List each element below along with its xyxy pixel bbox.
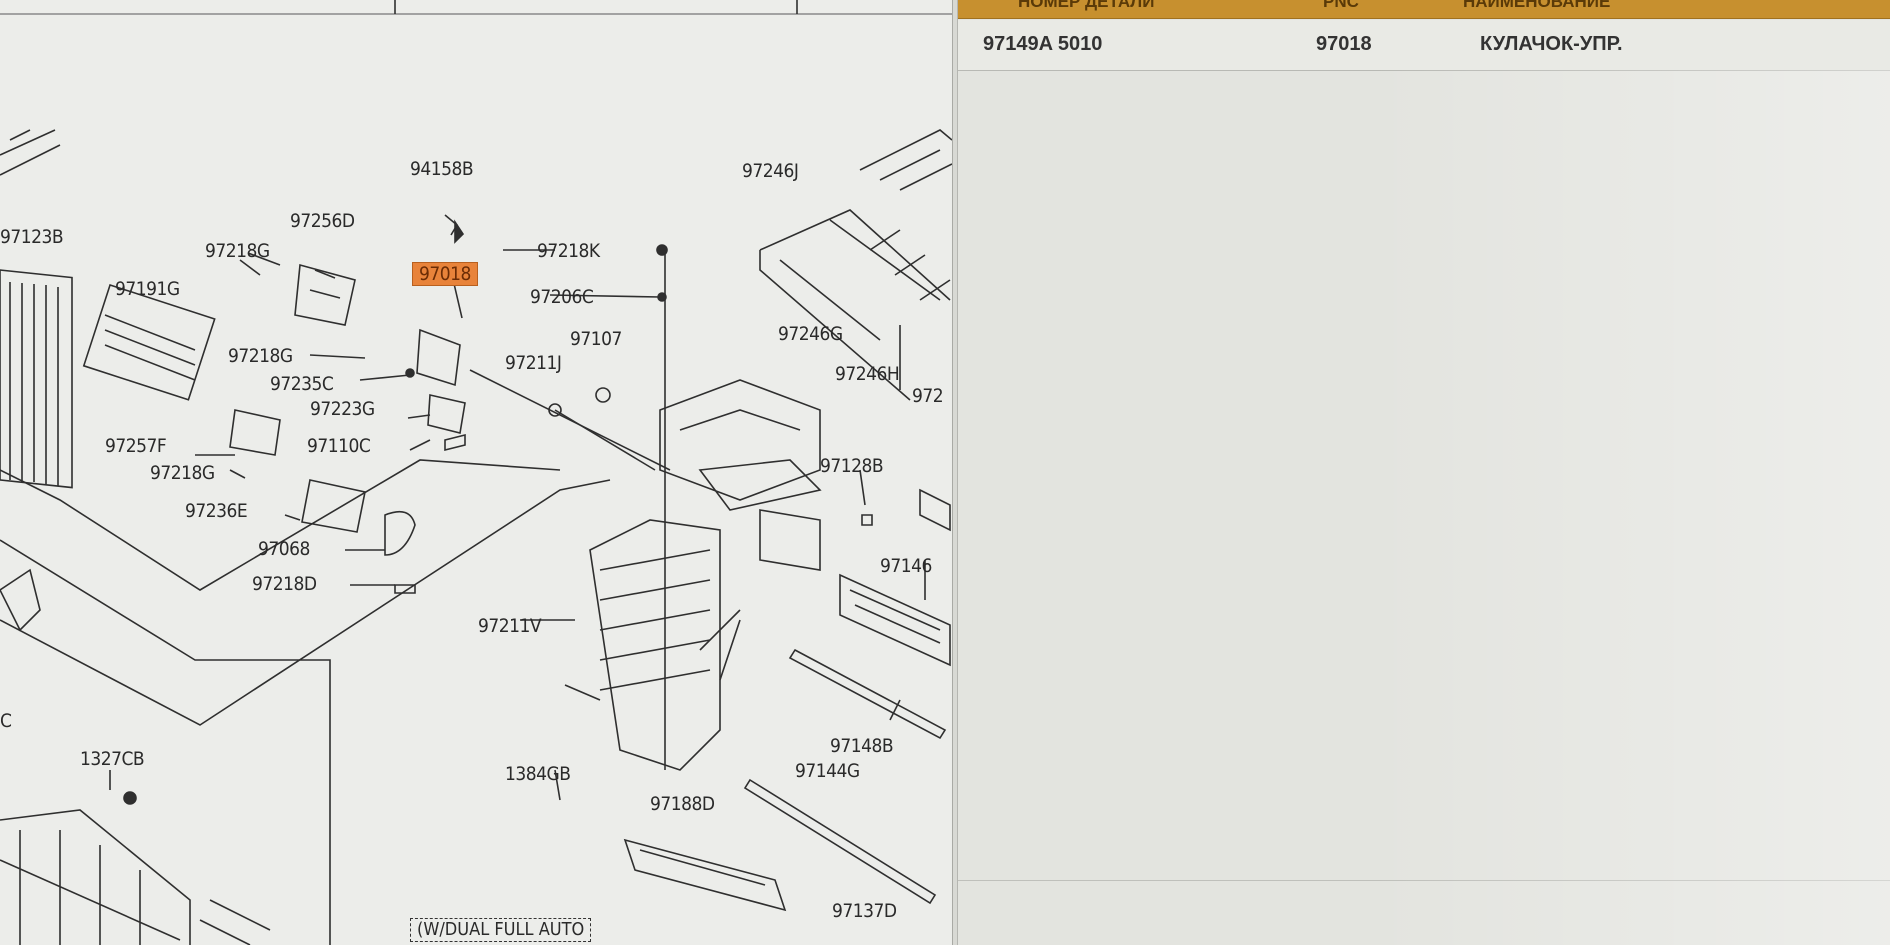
callout-97191G[interactable]: 97191G [115, 278, 180, 300]
header-pnc[interactable]: PNC [1323, 0, 1359, 11]
callout-97218G[interactable]: 97218G [205, 240, 270, 262]
callout-97148B[interactable]: 97148B [830, 735, 894, 757]
callout-97188D[interactable]: 97188D [650, 793, 715, 815]
pane-splitter[interactable] [952, 0, 958, 945]
callout-97223G[interactable]: 97223G [310, 398, 375, 420]
callout-97218D[interactable]: 97218D [252, 573, 317, 595]
callout-97123B[interactable]: 97123B [0, 226, 64, 248]
callout-97246G[interactable]: 97246G [778, 323, 843, 345]
cell-pnc: 97018 [1316, 33, 1372, 55]
callout-97107[interactable]: 97107 [570, 328, 622, 350]
callout-97144G[interactable]: 97144G [795, 760, 860, 782]
callout-97246J[interactable]: 97246J [742, 160, 799, 182]
cell-name: КУЛАЧОК-УПР. [1480, 33, 1623, 55]
callout-97256D[interactable]: 97256D [290, 210, 355, 232]
callout-97146[interactable]: 97146 [880, 555, 932, 577]
cell-part-number: 97149A 5010 [983, 33, 1103, 55]
callout-1384GB[interactable]: 1384GB [505, 763, 571, 785]
table-row[interactable]: 97149A 5010 97018 КУЛАЧОК-УПР. [958, 20, 1890, 71]
callout-97211J[interactable]: 97211J [505, 352, 562, 374]
glare-overlay [1370, 70, 1890, 945]
callout-97110C[interactable]: 97110C [307, 435, 371, 457]
callout-97218G-3[interactable]: 97218G [150, 462, 215, 484]
callout-97018-highlighted[interactable]: 97018 [412, 262, 478, 286]
callout-c-partial[interactable]: C [0, 710, 12, 732]
table-header: НОМЕР ДЕТАЛИ PNC НАИМЕНОВАНИЕ [958, 0, 1890, 19]
header-name[interactable]: НАИМЕНОВАНИЕ [1463, 0, 1611, 11]
callout-97257F[interactable]: 97257F [105, 435, 167, 457]
callout-97218K[interactable]: 97218K [537, 240, 600, 262]
parts-diagram: 94158B 97123B 97256D 97218G 97018 97218K… [0, 0, 952, 945]
callout-97246H[interactable]: 97246H [835, 363, 900, 385]
table-bottom-border [958, 880, 1890, 881]
variant-note: (W/DUAL FULL AUTO [410, 918, 592, 942]
callout-97206C[interactable]: 97206C [530, 286, 594, 308]
callout-972-partial[interactable]: 972 [912, 385, 944, 407]
header-part-number[interactable]: НОМЕР ДЕТАЛИ [1018, 0, 1155, 11]
exploded-diagram-drawing [0, 0, 952, 945]
callout-97235C[interactable]: 97235C [270, 373, 334, 395]
callout-97218G-2[interactable]: 97218G [228, 345, 293, 367]
parts-table: НОМЕР ДЕТАЛИ PNC НАИМЕНОВАНИЕ 97149A 501… [958, 0, 1890, 945]
callout-97137D[interactable]: 97137D [832, 900, 897, 922]
callout-94158B[interactable]: 94158B [410, 158, 474, 180]
callout-97128B[interactable]: 97128B [820, 455, 884, 477]
callout-97236E[interactable]: 97236E [185, 500, 248, 522]
callout-97211V[interactable]: 97211V [478, 615, 542, 637]
callout-97068[interactable]: 97068 [258, 538, 310, 560]
callout-1327CB[interactable]: 1327CB [80, 748, 145, 770]
